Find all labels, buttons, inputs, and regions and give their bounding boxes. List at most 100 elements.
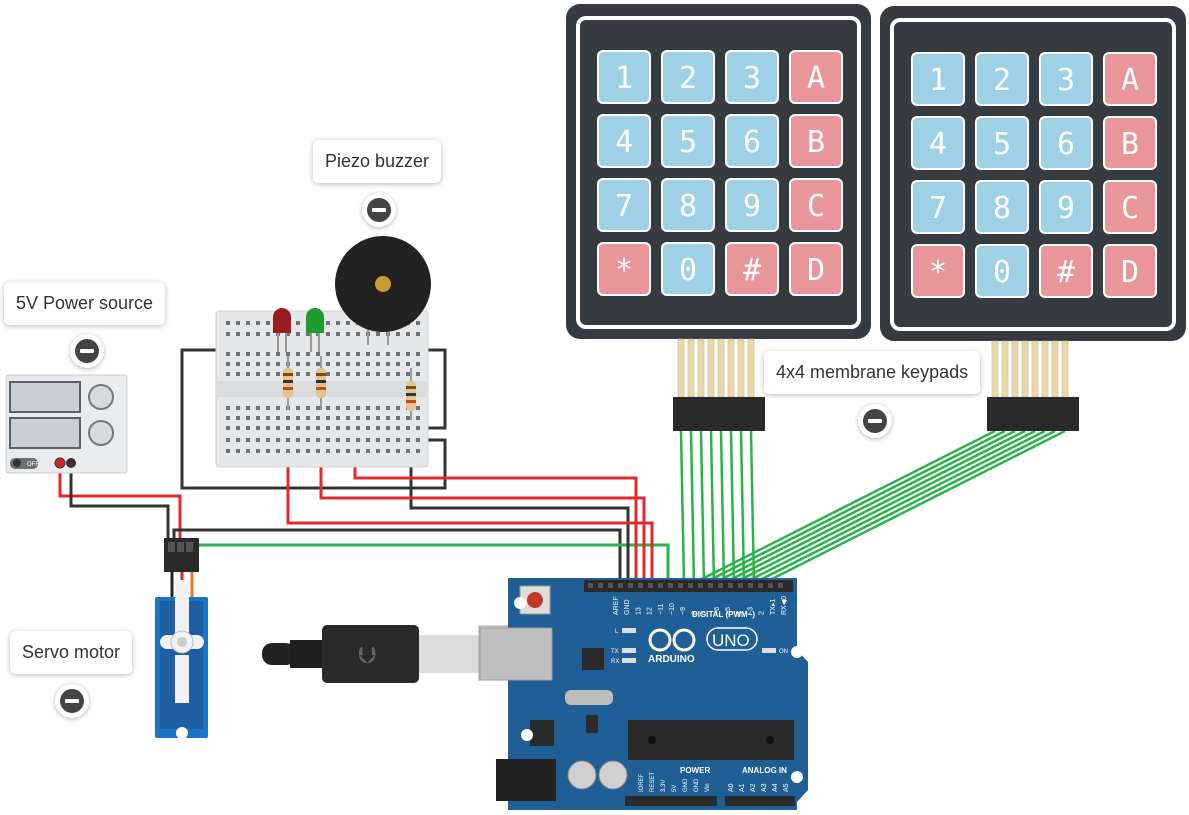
- servo-motor[interactable]: [155, 538, 208, 739]
- wire-green-servo-signal[interactable]: [190, 543, 670, 585]
- digital-pin-label: ~9: [680, 607, 687, 615]
- keypad-2-key[interactable]: D: [1103, 244, 1157, 298]
- piezo-buzzer[interactable]: [335, 236, 431, 345]
- led-red[interactable]: [273, 308, 291, 352]
- wire-green-keypad2-2[interactable]: [709, 429, 1016, 587]
- wire-green-keypad2-5[interactable]: [739, 429, 1046, 587]
- wire-green-keypad1-7[interactable]: [749, 430, 756, 586]
- wire-green-keypad1-2[interactable]: [699, 430, 706, 586]
- keypad-2-key[interactable]: 4: [911, 116, 965, 170]
- keypad-key-label: A: [1121, 63, 1139, 98]
- collapse-keypads-callout-button[interactable]: [858, 404, 892, 438]
- keypad-1-key[interactable]: 7: [597, 178, 651, 232]
- keypad-1-key[interactable]: B: [789, 114, 843, 168]
- keypad-2-key[interactable]: 3: [1039, 52, 1093, 106]
- power-switch-label: OFF: [27, 462, 39, 468]
- keypad-key-label: 3: [1057, 63, 1075, 98]
- power-pin-label: 3.3V: [661, 780, 667, 792]
- voltage-knob[interactable]: [88, 384, 114, 410]
- keypad-1-key[interactable]: 3: [725, 50, 779, 104]
- analog-pin-label: A2: [750, 783, 757, 792]
- keypad-1-key[interactable]: *: [597, 242, 651, 296]
- keypad-key-label: 8: [993, 191, 1011, 226]
- keypad-2-key[interactable]: C: [1103, 180, 1157, 234]
- terminal-negative[interactable]: [66, 458, 76, 468]
- keypad-1-key[interactable]: 5: [661, 114, 715, 168]
- wire-green-keypad1-3[interactable]: [709, 430, 716, 586]
- analog-pin-label: A4: [772, 783, 779, 792]
- resistor-1[interactable]: [283, 356, 293, 410]
- wire-red-power-servo[interactable]: [58, 465, 182, 540]
- power-supply[interactable]: OFF: [5, 374, 128, 474]
- keypad-key-label: 7: [929, 191, 947, 226]
- callout-servo-motor: Servo motor: [10, 631, 133, 674]
- wire-green-keypad1-4[interactable]: [719, 430, 726, 586]
- current-knob[interactable]: [88, 420, 114, 446]
- keypad-2-key[interactable]: 0: [975, 244, 1029, 298]
- wire-green-keypad2-0[interactable]: [689, 429, 996, 587]
- callout-keypads: 4x4 membrane keypads: [764, 351, 981, 394]
- collapse-power-callout-button[interactable]: [70, 334, 104, 368]
- keypad-1-key[interactable]: 0: [661, 242, 715, 296]
- keypad-2-key[interactable]: *: [911, 244, 965, 298]
- collapse-piezo-callout-button[interactable]: [362, 193, 396, 227]
- wire-green-keypad1-0[interactable]: [679, 430, 686, 586]
- keypad-1-key[interactable]: #: [725, 242, 779, 296]
- led-l-label: L: [615, 629, 619, 635]
- digital-label: DIGITAL (PWM~): [692, 610, 755, 619]
- callout-piezo-buzzer-text: Piezo buzzer: [325, 151, 430, 171]
- keypad-1-key[interactable]: 2: [661, 50, 715, 104]
- keypad-1-key[interactable]: 1: [597, 50, 651, 104]
- digital-pin-label: RX◀0: [781, 596, 788, 615]
- keypad-wires: [679, 429, 1066, 587]
- resistor-3[interactable]: [406, 368, 416, 420]
- digital-pin-label: ~3: [747, 607, 754, 615]
- keypad-2-key[interactable]: 2: [975, 52, 1029, 106]
- collapse-servo-callout-button[interactable]: [55, 684, 89, 718]
- wire-green-keypad2-6[interactable]: [749, 429, 1056, 587]
- analog-pin-label: A3: [761, 783, 768, 792]
- keypad-2-key[interactable]: 1: [911, 52, 965, 106]
- keypad-1-key[interactable]: 6: [725, 114, 779, 168]
- wire-green-keypad2-7[interactable]: [759, 429, 1066, 587]
- resistors: [283, 356, 416, 420]
- keypad-2-key[interactable]: #: [1039, 244, 1093, 298]
- keypad-1-key[interactable]: 4: [597, 114, 651, 168]
- keypad-1-key[interactable]: 8: [661, 178, 715, 232]
- keypad-key-label: A: [807, 61, 825, 96]
- keypad-1-key[interactable]: D: [789, 242, 843, 296]
- terminal-positive[interactable]: [54, 457, 66, 469]
- wire-black-servo-gnd[interactable]: [172, 528, 622, 585]
- wire-black-power-servo[interactable]: [69, 465, 170, 540]
- resistor-2[interactable]: [316, 356, 326, 410]
- keypad-2-key[interactable]: A: [1103, 52, 1157, 106]
- wire-green-keypad1-6[interactable]: [739, 430, 746, 586]
- keypad-2-key[interactable]: 7: [911, 180, 965, 234]
- keypad-key-label: 2: [679, 61, 697, 96]
- led-green[interactable]: [306, 308, 324, 352]
- wire-black-bb-gnd[interactable]: [409, 440, 630, 585]
- power-pin-label: Vin: [705, 783, 711, 792]
- keypad-key-label: 6: [743, 125, 761, 160]
- keypad-2-key[interactable]: B: [1103, 116, 1157, 170]
- keypad-key-label: B: [1121, 127, 1139, 162]
- wire-black-bb-loop-left[interactable]: [180, 348, 447, 490]
- keypad-key-label: 9: [743, 189, 761, 224]
- analog-pin-label: A5: [783, 783, 790, 792]
- keypad-2-key[interactable]: 8: [975, 180, 1029, 234]
- keypad-2-key[interactable]: 9: [1039, 180, 1093, 234]
- wire-green-keypad2-1[interactable]: [699, 429, 1006, 587]
- wire-green-keypad1-1[interactable]: [689, 430, 696, 586]
- wire-green-keypad2-3[interactable]: [719, 429, 1026, 587]
- keypad-1-key[interactable]: C: [789, 178, 843, 232]
- keypad-2-key[interactable]: 5: [975, 116, 1029, 170]
- wire-green-keypad1-5[interactable]: [729, 430, 736, 586]
- wire-green-keypad2-4[interactable]: [729, 429, 1036, 587]
- arduino-uno[interactable]: ARDUINO UNO DIGITAL (PWM~) L TX RX ON PO…: [479, 578, 808, 810]
- keypad-2-key[interactable]: 6: [1039, 116, 1093, 170]
- wire-red-led1[interactable]: [286, 430, 654, 585]
- keypad-1-key[interactable]: A: [789, 50, 843, 104]
- keypad-1-key[interactable]: 9: [725, 178, 779, 232]
